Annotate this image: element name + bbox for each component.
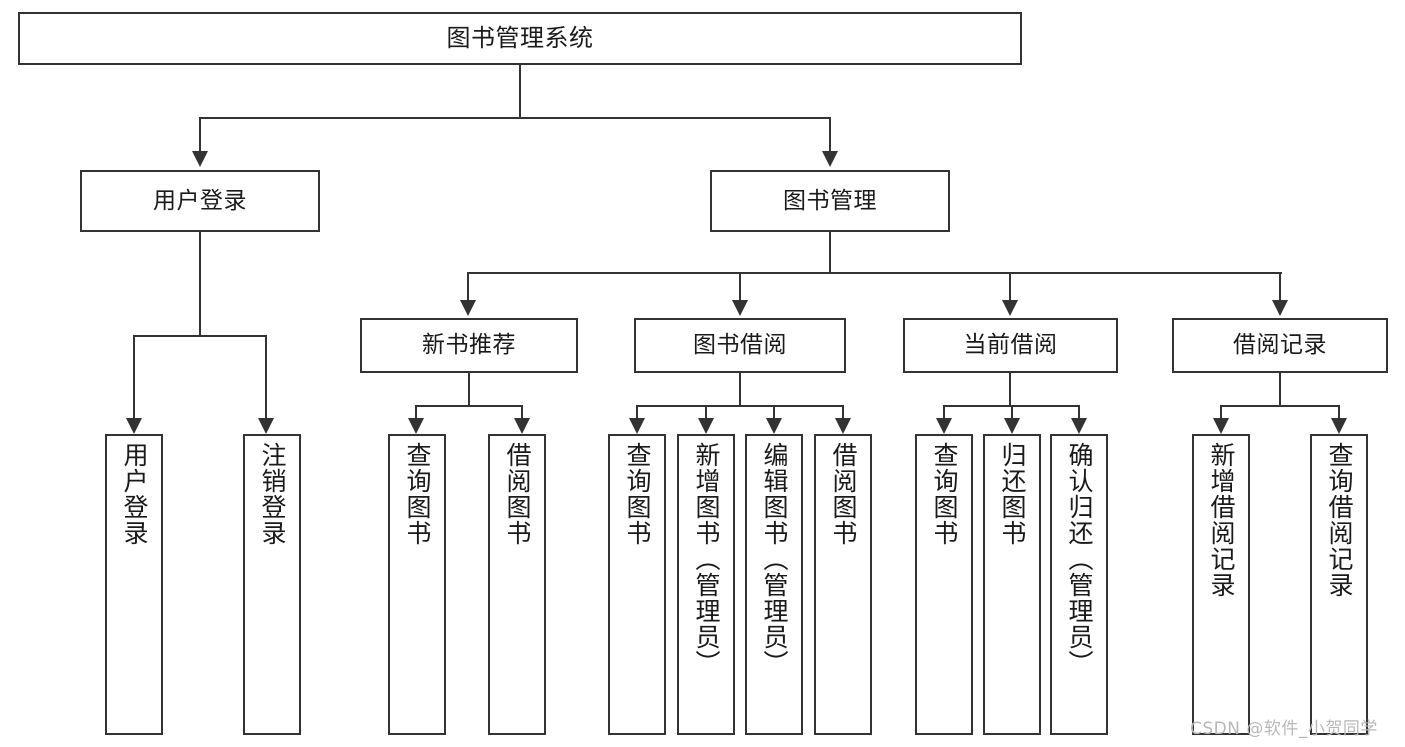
connector-book-borrow-split-bar [636,405,844,407]
arrowhead-new-book-recommend-leaf-2 [514,418,530,434]
leaf-logout-login[interactable]: 注销登录 [243,434,301,735]
node-label: 查询图书 [930,442,959,546]
leaf-user-login[interactable]: 用户登录 [105,434,163,735]
connector-to-book-management [829,117,831,151]
connector-to-book-borrow [739,272,741,300]
arrowhead-book-borrow-leaf-4 [835,418,851,434]
connector-to-user-login [199,117,201,151]
leaf-query-book-current[interactable]: 查询图书 [915,434,973,735]
node-label: 借阅图书 [829,442,858,546]
node-label: 查询图书 [623,442,652,546]
connector-book-borrow-stem [739,373,741,405]
arrowhead-to-user-login [192,151,208,167]
connector-to-current-borrow [1009,272,1011,300]
node-user-login[interactable]: 用户登录 [80,170,320,232]
node-label: 注销登录 [258,442,287,546]
leaf-borrow-book-recommend[interactable]: 借阅图书 [488,434,546,735]
node-label: 新增图书（管理员） [692,442,721,676]
connector-new-book-recommend-leg-1 [415,405,417,418]
leaf-query-borrow-record[interactable]: 查询借阅记录 [1310,434,1368,735]
connector-book-management-stem [829,232,831,272]
connector-new-book-recommend-split-bar [415,405,523,407]
arrowhead-book-borrow-leaf-1 [629,418,645,434]
arrowhead-current-borrow-leaf-2 [1004,418,1020,434]
node-label: 用户登录 [120,442,149,546]
connector-current-borrow-stem [1009,373,1011,405]
connector-user-login-stem [199,232,201,335]
connector-book-borrow-leg-3 [773,405,775,418]
node-label: 借阅记录 [1233,332,1327,359]
watermark: CSDN @软件_小贺同学 [1190,719,1378,739]
connector-current-borrow-leg-1 [943,405,945,418]
node-label: 确认归还（管理员） [1065,442,1094,676]
connector-user-login-leg-2 [265,335,267,418]
arrowhead-user-login-leaf-2 [258,418,274,434]
node-label: 新增借阅记录 [1207,442,1236,598]
arrowhead-to-book-management [822,151,838,167]
leaf-add-borrow-record[interactable]: 新增借阅记录 [1192,434,1250,735]
node-book-borrow[interactable]: 图书借阅 [634,318,846,373]
leaf-query-book-borrow[interactable]: 查询图书 [608,434,666,735]
node-new-book-recommend[interactable]: 新书推荐 [360,318,578,373]
connector-to-borrow-record [1279,272,1281,300]
node-label: 编辑图书（管理员） [760,442,789,676]
connector-to-new-book-recommend [467,272,469,300]
connector-borrow-record-leg-2 [1338,405,1340,418]
arrowhead-book-borrow-leaf-3 [766,418,782,434]
connector-new-book-recommend-leg-2 [521,405,523,418]
connector-current-borrow-leg-2 [1011,405,1013,418]
node-label: 图书管理 [783,187,877,214]
arrowhead-to-new-book-recommend [460,300,476,316]
arrowhead-to-book-borrow [732,300,748,316]
connector-borrow-record-split-bar [1220,405,1340,407]
connector-book-borrow-leg-4 [842,405,844,418]
connector-book-borrow-leg-2 [705,405,707,418]
node-label: 当前借阅 [963,332,1058,359]
connector-user-login-leg-1 [133,335,135,418]
leaf-query-book-recommend[interactable]: 查询图书 [388,434,446,735]
node-label: 归还图书 [998,442,1027,546]
leaf-edit-book-admin[interactable]: 编辑图书（管理员） [745,434,803,735]
connector-root-stem [519,65,521,117]
leaf-return-book[interactable]: 归还图书 [983,434,1041,735]
node-label: 借阅图书 [503,442,532,546]
arrowhead-borrow-record-leaf-1 [1213,418,1229,434]
arrowhead-new-book-recommend-leaf-1 [408,418,424,434]
arrowhead-borrow-record-leaf-2 [1331,418,1347,434]
node-label: 查询图书 [403,442,432,546]
node-label: 新书推荐 [422,332,516,359]
arrowhead-to-current-borrow [1002,300,1018,316]
node-label: 图书管理系统 [446,23,594,52]
connector-borrow-record-stem [1279,373,1281,405]
leaf-borrow-book[interactable]: 借阅图书 [814,434,872,735]
arrowhead-current-borrow-leaf-3 [1071,418,1087,434]
connector-user-login-split-bar [133,335,267,337]
node-book-management[interactable]: 图书管理 [710,170,950,232]
node-label: 用户登录 [153,187,247,214]
connector-borrow-record-leg-1 [1220,405,1222,418]
node-label: 查询借阅记录 [1325,442,1354,598]
arrowhead-current-borrow-leaf-1 [936,418,952,434]
arrowhead-user-login-leaf-1 [126,418,142,434]
arrowhead-to-borrow-record [1272,300,1288,316]
node-label: 图书借阅 [693,332,787,359]
connector-book-management-split-bar [467,272,1282,274]
arrowhead-book-borrow-leaf-2 [698,418,714,434]
node-root-book-management-system[interactable]: 图书管理系统 [18,12,1022,65]
node-current-borrow[interactable]: 当前借阅 [903,318,1118,373]
connector-new-book-recommend-stem [468,373,470,405]
connector-book-borrow-leg-1 [636,405,638,418]
connector-current-borrow-leg-3 [1078,405,1080,418]
connector-root-split-bar [199,117,831,119]
leaf-add-book-admin[interactable]: 新增图书（管理员） [677,434,735,735]
node-borrow-record[interactable]: 借阅记录 [1172,318,1388,373]
leaf-confirm-return-admin[interactable]: 确认归还（管理员） [1050,434,1108,735]
